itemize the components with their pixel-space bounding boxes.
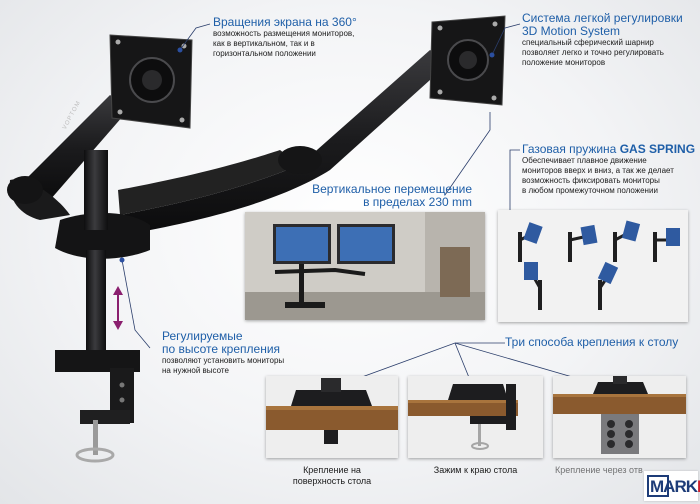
caption-surface-line-2: поверхность стола (292, 476, 372, 486)
caption-third-text: Крепление через отверстие (555, 465, 643, 475)
motion-system-annotation: Система легкой регулировки 3D Motion Sys… (522, 12, 698, 68)
left-arm (7, 95, 130, 220)
rotation-desc-line-1: возможность размещения мониторов, (213, 29, 355, 38)
mounts-annotation: Три способа крепления к столу (505, 336, 695, 349)
motion-title-line-1: Система легкой регулировки (522, 11, 683, 25)
gas-spring-positions-photo (498, 210, 688, 322)
rotation-annotation: Вращения экрана на 360° возможность разм… (213, 16, 393, 59)
office-photo (245, 212, 485, 320)
markit-logo-text: MARKIT (650, 477, 700, 497)
motion-desc-line-1: специальный сферический шарнир (522, 38, 654, 47)
grommet-mount-scene (553, 376, 686, 458)
vertical-title-line-1: Вертикальное перемещение (312, 182, 472, 196)
markit-logo: MARKIT (644, 471, 700, 501)
height-title-line-1: Регулируемые (162, 329, 243, 343)
gas-spring-annotation: Газовая пружина GAS SPRING Обеспечивает … (522, 143, 698, 196)
height-title-line-2: по высоте крепления (162, 342, 281, 356)
gas-spring-desc-line-1: Обеспечивает плавное движение (522, 156, 647, 165)
caption-surface: Крепление на поверхность стола (266, 465, 398, 487)
markit-logo-main: MARK (650, 477, 698, 496)
rotation-title: Вращения экрана на 360° (213, 15, 357, 29)
motion-desc-line-3: положение мониторов (522, 58, 606, 67)
mount-surface-photo (266, 376, 398, 458)
mount-grommet-photo (553, 376, 686, 458)
surface-mount-scene (266, 376, 398, 458)
gas-spring-desc-line-4: в любом промежуточном положении (522, 186, 658, 195)
vertical-arrow-icon (113, 286, 123, 330)
gas-spring-desc-line-3: возможность фиксировать мониторы (522, 176, 660, 185)
caption-surface-line-1: Крепление на (303, 465, 361, 475)
right-arm (118, 50, 450, 232)
gas-spring-title: Газовая пружина GAS SPRING (522, 143, 698, 156)
vertical-annotation: Вертикальное перемещение в пределах 230 … (312, 183, 472, 209)
rotation-desc-line-2: как в вертикальном, так и в (213, 39, 315, 48)
leader-lines (119, 23, 601, 386)
height-annotation: Регулируемые по высоте крепления позволя… (162, 330, 332, 376)
motion-title-line-2: 3D Motion System (522, 24, 621, 38)
pole-assembly (55, 150, 150, 463)
mounts-title: Три способа крепления к столу (505, 335, 679, 349)
mount-clamp-photo (408, 376, 543, 458)
gas-spring-desc-line-2: мониторов вверх и вниз, а так же делает (522, 166, 674, 175)
rotation-desc-line-3: горизонтальном положении (213, 49, 316, 58)
vertical-title-line-2: в пределах 230 mm (363, 195, 472, 209)
gas-spring-title-prefix: Газовая пружина (522, 142, 620, 156)
height-desc-line-1: позволяют установить мониторы (162, 356, 285, 365)
height-desc-line-2: на нужной высоте (162, 366, 229, 375)
office-photo-scene (245, 212, 485, 320)
left-vesa-plate (109, 34, 193, 129)
clamp-mount-scene (408, 376, 543, 458)
right-vesa-plate (429, 15, 506, 106)
markit-logo-frame (647, 475, 669, 497)
markit-logo-accent: IT (697, 477, 700, 496)
caption-clamp: Зажим к краю стола (433, 465, 518, 475)
gas-spring-title-bold: GAS SPRING (619, 142, 696, 156)
caption-third: Крепление через отверстие (555, 465, 643, 476)
positions-scene (518, 220, 680, 310)
motion-desc-line-2: позволяет легко и точно регулировать (522, 48, 664, 57)
